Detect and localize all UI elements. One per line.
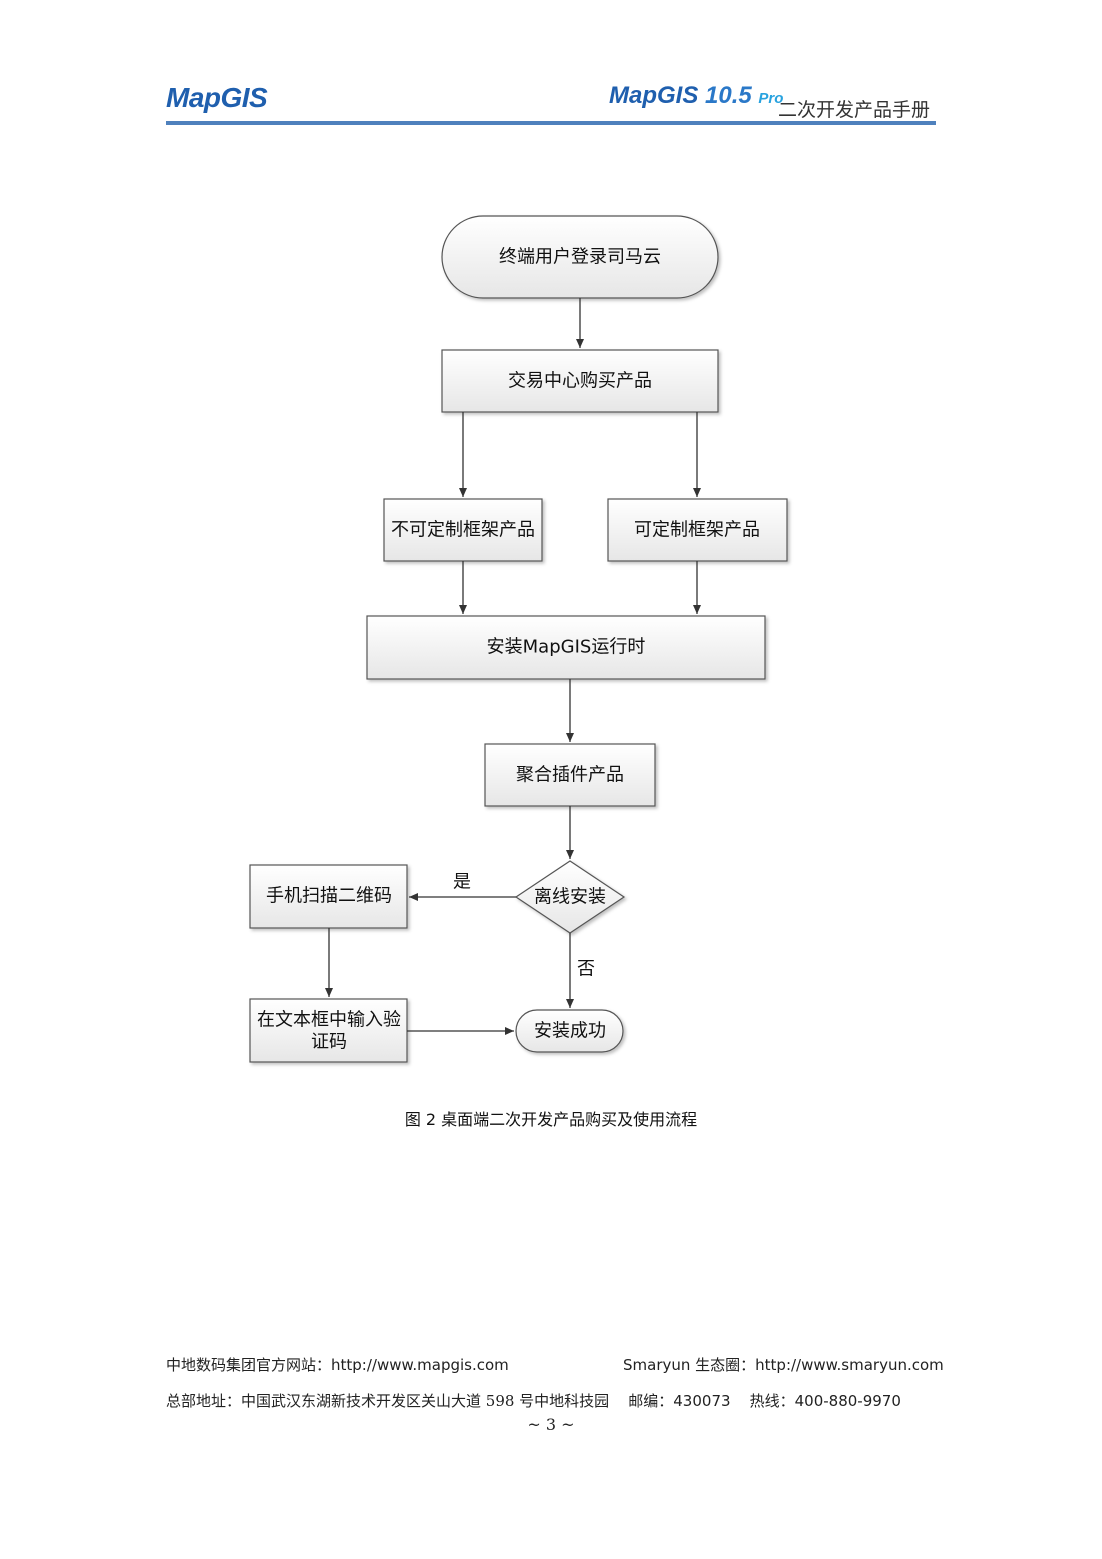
- label-success: 安装成功: [534, 1021, 606, 1042]
- label-offline: 离线安装: [534, 887, 606, 908]
- footer-address-label: 总部地址：中国武汉东湖新技术开发区关山大道 598 号中地科技园: [166, 1392, 610, 1410]
- label-install-runtime: 安装MapGIS运行时: [487, 637, 646, 658]
- node-custom: [607, 498, 788, 562]
- footer-hotline: 400-880-9970: [794, 1392, 901, 1410]
- mapgis-105-pro-logo: MapGIS 10.5 Pro: [609, 82, 783, 110]
- footer-eco-label: Smaryun 生态圈：: [623, 1356, 756, 1374]
- node-noncustom: [383, 498, 543, 562]
- header-rule: [166, 121, 936, 125]
- node-aggregate: [484, 743, 656, 807]
- label-input-line1: 在文本框中输入验: [257, 1010, 401, 1031]
- node-input: [249, 998, 408, 1063]
- label-scan: 手机扫描二维码: [266, 886, 392, 907]
- footer-website: 中地数码集团官方网站：http://www.mapgis.com: [166, 1354, 509, 1375]
- footer-postcode-label: 邮编：: [628, 1392, 674, 1410]
- footer-eco-url[interactable]: http://www.smaryun.com: [755, 1356, 944, 1374]
- mapgis-logo-left: MapGIS: [166, 82, 268, 113]
- label-input-line2: 证码: [311, 1032, 347, 1053]
- label-noncustom: 不可定制框架产品: [391, 520, 535, 541]
- edge-label-yes: 是: [453, 872, 471, 893]
- footer-address: 总部地址：中国武汉东湖新技术开发区关山大道 598 号中地科技园 邮编：4300…: [166, 1390, 901, 1411]
- label-start: 终端用户登录司马云: [499, 247, 661, 268]
- label-aggregate: 聚合插件产品: [516, 765, 624, 786]
- footer-ecosystem: Smaryun 生态圈：http://www.smaryun.com: [623, 1354, 944, 1375]
- manual-title: 二次开发产品手册: [778, 99, 931, 121]
- footer-postcode: 430073: [673, 1392, 731, 1410]
- label-trade: 交易中心购买产品: [508, 371, 652, 392]
- footer-site-label: 中地数码集团官方网站：: [166, 1356, 332, 1374]
- edge-label-no: 否: [577, 959, 595, 980]
- footer-hotline-label: 热线：: [749, 1392, 795, 1410]
- logo-brand: MapGIS: [609, 82, 699, 109]
- node-install-runtime: [366, 615, 766, 680]
- label-custom: 可定制框架产品: [634, 520, 760, 541]
- logo-version: 10.5: [705, 82, 752, 109]
- node-success: [515, 1009, 624, 1053]
- node-trade: [441, 349, 719, 413]
- footer-site-url[interactable]: http://www.mapgis.com: [331, 1356, 509, 1374]
- page-number: ~ 3 ~: [527, 1415, 575, 1434]
- logo-pro: Pro: [758, 90, 784, 107]
- figure-caption: 图 2 桌面端二次开发产品购买及使用流程: [404, 1110, 698, 1129]
- node-scan: [249, 864, 408, 929]
- flowchart: 终端用户登录司马云 交易中心购买产品 不可定制框架产品 可定制框架产品 安装Ma…: [249, 215, 788, 1063]
